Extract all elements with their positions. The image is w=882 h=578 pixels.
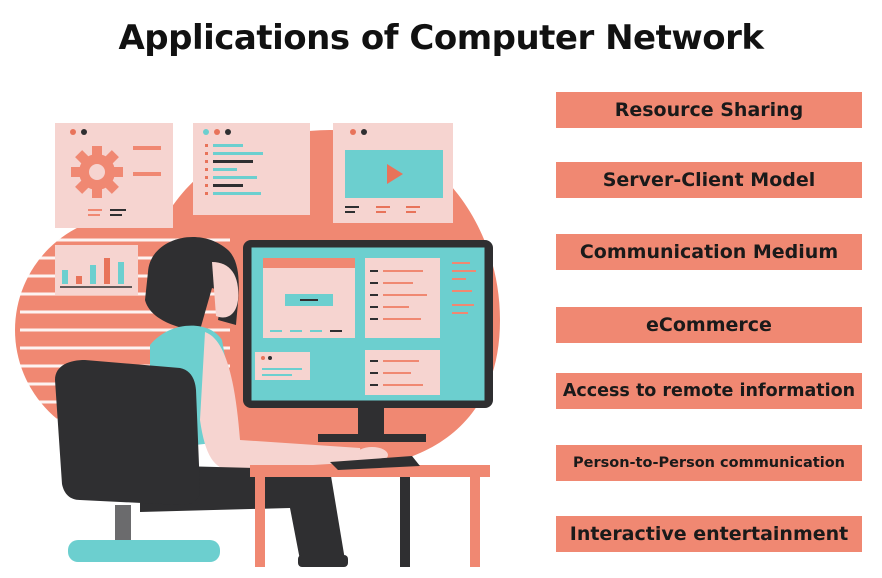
play-icon: [387, 164, 403, 184]
bar-chart-icon: [60, 258, 132, 288]
app-item-person-to-person: Person-to-Person communication: [556, 445, 862, 481]
app-item-server-client-model: Server-Client Model: [556, 162, 862, 198]
desk-icon: [250, 456, 490, 567]
bar-chart-panel: [55, 245, 138, 295]
person-icon: [140, 236, 388, 567]
page-title: Applications of Computer Network: [118, 18, 764, 58]
code-icon: [205, 144, 263, 195]
app-item-access-remote-information: Access to remote information: [556, 373, 862, 409]
gear-icon: [71, 146, 123, 198]
gear-panel: [55, 123, 173, 228]
monitor-icon: [243, 240, 493, 442]
app-item-ecommerce: eCommerce: [556, 307, 862, 343]
app-item-communication-medium: Communication Medium: [556, 234, 862, 270]
code-panel: [193, 123, 310, 215]
chair-icon: [55, 360, 220, 562]
video-panel: [333, 123, 453, 223]
app-item-resource-sharing: Resource Sharing: [556, 92, 862, 128]
app-item-interactive-entertainment: Interactive entertainment: [556, 516, 862, 552]
